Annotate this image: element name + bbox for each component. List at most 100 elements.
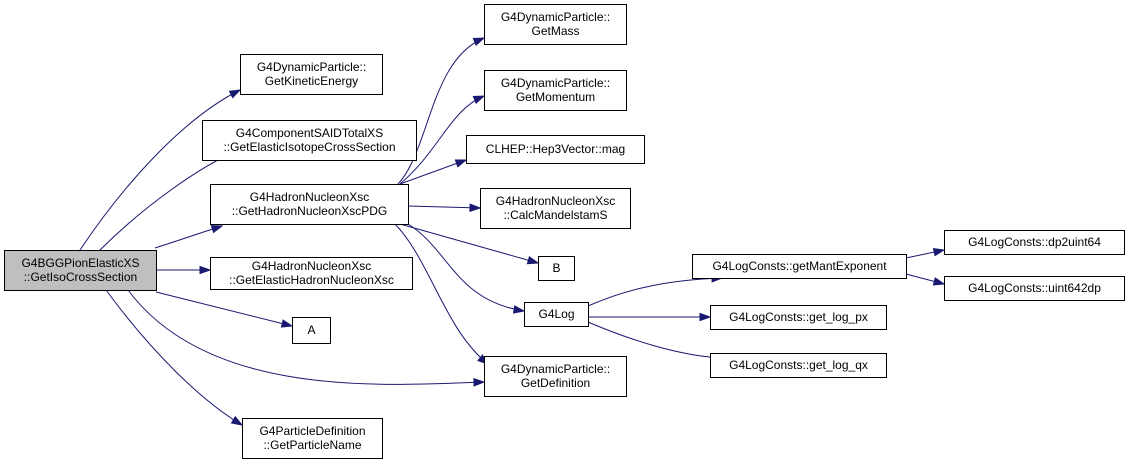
edge-root-to-A (155, 291, 294, 328)
edge-root-to-pname (105, 289, 244, 426)
node-g4log[interactable]: G4Log (524, 302, 589, 327)
node-label: G4Log (538, 307, 574, 321)
arrow-head (473, 378, 486, 387)
edge-line (127, 289, 485, 385)
edge-line (407, 205, 481, 209)
node-box (292, 317, 331, 344)
node-box (484, 4, 627, 45)
node-hnxsc[interactable]: G4HadronNucleonXsc::GetHadronNucleonXscP… (210, 184, 409, 225)
node-mom[interactable]: G4DynamicParticle::GetMomentum (484, 70, 627, 111)
node-label: ::GetElasticIsotopeCrossSection (223, 140, 395, 154)
node-box (944, 276, 1125, 301)
node-box (692, 254, 907, 279)
edge-line (154, 225, 223, 249)
edge-line (397, 37, 485, 185)
arrow-head (472, 95, 486, 104)
arrow-head (469, 203, 482, 213)
node-label: ::GetIsoCrossSection (24, 270, 137, 284)
arrow-head (280, 319, 294, 328)
node-A[interactable]: A (292, 317, 331, 344)
node-label: G4DynamicParticle:: (501, 10, 610, 24)
node-label: G4LogConsts::uint642dp (968, 281, 1101, 295)
arrow-head (512, 305, 526, 314)
edge-mantexp-to-uint2dp (905, 273, 946, 286)
node-box (524, 302, 589, 327)
arrow-head (472, 37, 486, 46)
node-said[interactable]: G4ComponentSAIDTotalXS::GetElasticIsotop… (202, 120, 417, 161)
edge-line (394, 223, 489, 365)
node-logpx[interactable]: G4LogConsts::get_log_px (710, 305, 887, 330)
arrow-head (230, 415, 244, 426)
node-label: GetDefinition (521, 376, 590, 390)
node-label: G4BGGPionElasticXS (21, 256, 139, 270)
node-box (710, 353, 887, 378)
edge-root-to-defn (127, 289, 486, 387)
node-label: ::GetHadronNucleonXscPDG (232, 204, 387, 218)
node-box (944, 230, 1125, 255)
node-label: B (552, 261, 560, 275)
node-getKE[interactable]: G4DynamicParticle::GetKineticEnergy (240, 54, 383, 95)
node-box (202, 120, 417, 161)
node-root: G4BGGPionElasticXS::GetIsoCrossSection (4, 250, 157, 291)
node-label: CLHEP::Hep3Vector::mag (486, 142, 625, 156)
edge-line (399, 95, 485, 185)
node-box (242, 418, 383, 459)
edge-line (587, 277, 723, 307)
node-label: G4LogConsts::get_log_qx (729, 358, 868, 372)
edge-root-to-elhn (156, 265, 212, 275)
node-label: G4LogConsts::dp2uint64 (968, 235, 1101, 249)
node-label: G4LogConsts::getMantExponent (712, 259, 887, 273)
node-mantexp[interactable]: G4LogConsts::getMantExponent (692, 254, 907, 279)
node-layer: G4BGGPionElasticXS::GetIsoCrossSectionG4… (4, 4, 1125, 459)
node-box (466, 135, 645, 164)
node-label: GetMass (531, 24, 579, 38)
node-pname[interactable]: G4ParticleDefinition::GetParticleName (242, 418, 383, 459)
node-label: G4ParticleDefinition (259, 424, 365, 438)
node-label: A (307, 323, 315, 337)
edge-root-to-hnxsc (154, 225, 224, 249)
edge-line (407, 223, 525, 312)
node-label: G4HadronNucleonXsc (250, 190, 369, 204)
node-defn[interactable]: G4DynamicParticle::GetDefinition (484, 356, 627, 397)
node-label: ::GetElasticHadronNucleonXsc (229, 273, 394, 287)
node-label: G4HadronNucleonXsc (496, 194, 615, 208)
arrow-head (526, 255, 540, 265)
arrow-head (199, 265, 212, 275)
node-mass[interactable]: G4DynamicParticle::GetMass (484, 4, 627, 45)
node-box (484, 70, 627, 111)
edge-hnxsc-to-g4log (407, 223, 526, 314)
node-box (480, 188, 631, 229)
node-label: GetMomentum (516, 90, 595, 104)
edge-g4log-to-logpx (588, 312, 712, 322)
node-box (538, 256, 575, 281)
edge-line (399, 223, 539, 264)
arrow-head (228, 89, 242, 99)
edge-hnxsc-to-mom (399, 95, 486, 185)
edge-hnxsc-to-mass (397, 37, 486, 185)
node-B[interactable]: B (538, 256, 575, 281)
node-label: G4LogConsts::get_log_px (729, 310, 868, 324)
node-mandel[interactable]: G4HadronNucleonXsc::CalcMandelstamS (480, 188, 631, 229)
node-elhn[interactable]: G4HadronNucleonXsc::GetElasticHadronNucl… (210, 257, 413, 290)
node-label: G4HadronNucleonXsc (252, 259, 371, 273)
edge-g4log-to-logqx (587, 321, 724, 362)
node-logqx[interactable]: G4LogConsts::get_log_qx (710, 353, 887, 378)
node-label: G4ComponentSAIDTotalXS (236, 126, 383, 140)
node-label: ::GetParticleName (263, 438, 361, 452)
arrow-head (454, 159, 468, 168)
edge-g4log-to-mantexp (587, 274, 724, 307)
node-dp2uint[interactable]: G4LogConsts::dp2uint64 (944, 230, 1125, 255)
node-uint2dp[interactable]: G4LogConsts::uint642dp (944, 276, 1125, 301)
node-mag[interactable]: CLHEP::Hep3Vector::mag (466, 135, 645, 164)
edge-hnxsc-to-mandel (407, 203, 482, 213)
node-label: G4DynamicParticle:: (501, 76, 610, 90)
arrow-head (699, 312, 712, 322)
edge-line (155, 291, 293, 327)
edge-root-to-getKE (79, 89, 242, 251)
arrow-head (932, 247, 946, 257)
node-box (710, 305, 887, 330)
edge-line (587, 321, 723, 359)
arrow-head (932, 277, 946, 286)
